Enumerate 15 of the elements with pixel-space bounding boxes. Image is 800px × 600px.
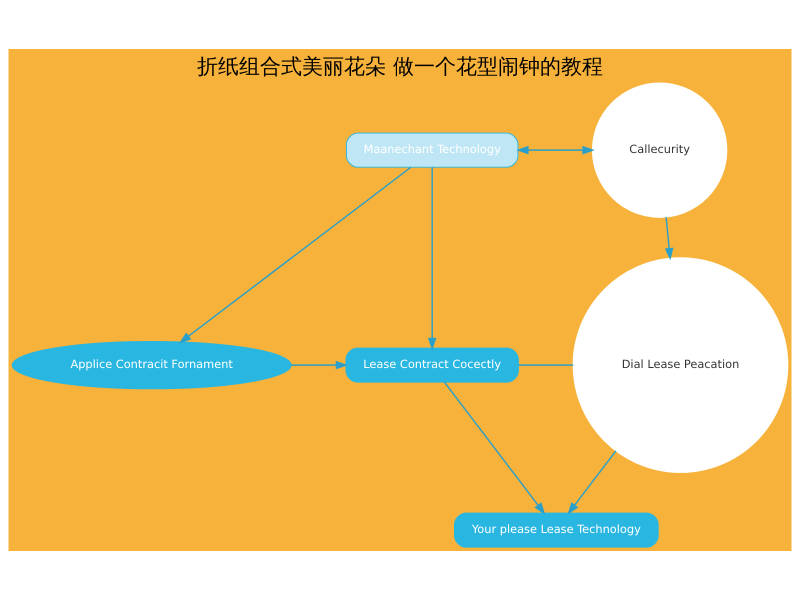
node-box: Lease Contract Cocectly [345, 348, 519, 383]
arrow [664, 216, 674, 260]
arrow [516, 146, 595, 154]
node-circle: Callecurity [592, 82, 728, 218]
node-box: Maanechant Technology [346, 132, 518, 168]
arrow [444, 382, 546, 515]
node-box: Your please Lease Technology [454, 512, 659, 548]
connector [518, 364, 574, 366]
arrow [428, 167, 437, 350]
node-circle: Dial Lease Peacation [572, 257, 788, 473]
node-ellipse: Applice Contracit Fornament [12, 340, 292, 390]
arrow [567, 450, 616, 515]
arrow [291, 360, 348, 370]
arrow [178, 166, 412, 344]
diagram-title: 折纸组合式美丽花朵 做一个花型闹钟的教程 [197, 54, 603, 78]
